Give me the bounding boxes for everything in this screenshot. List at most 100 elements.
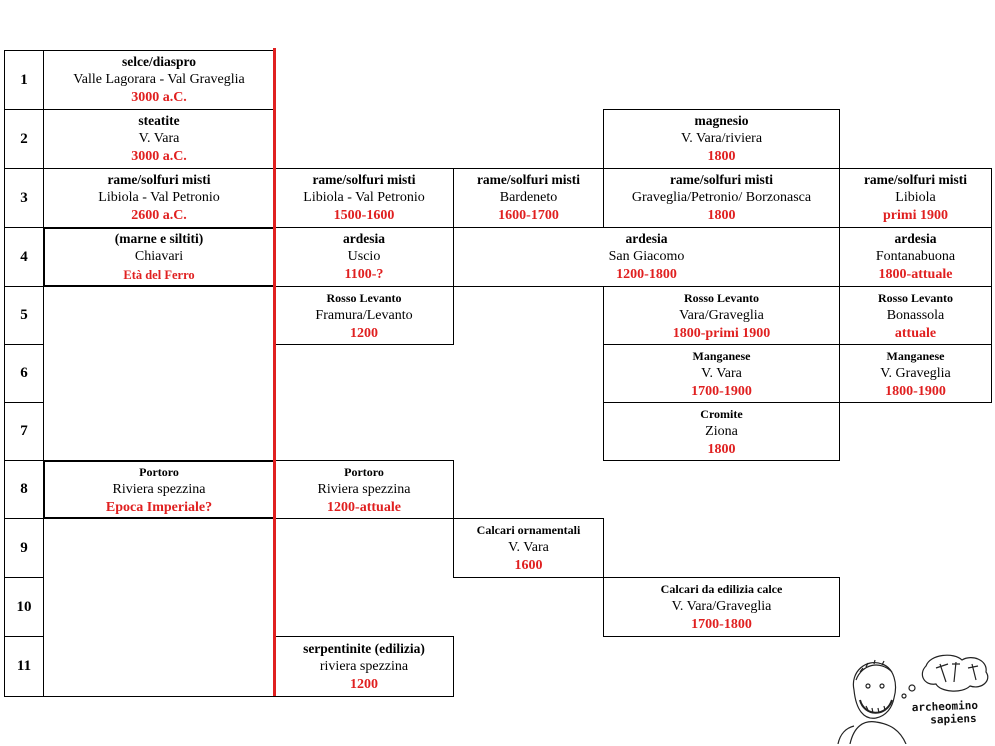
- cell-place: Libiola: [895, 190, 936, 205]
- cell-title: rame/solfuri misti: [312, 172, 416, 187]
- cell-title: Portoro: [139, 464, 179, 479]
- cell-date: 1800-attuale: [878, 267, 953, 282]
- row-number-11: 11: [4, 636, 44, 697]
- cell-place: V. Vara/Graveglia: [671, 599, 772, 614]
- row-number-1: 1: [4, 50, 44, 110]
- cell-place: San Giacomo: [608, 249, 685, 264]
- timeline-red-line: [273, 48, 276, 696]
- cell-title: Manganese: [886, 348, 945, 363]
- cell-place: Uscio: [347, 249, 381, 264]
- cell-date: 1200-1800: [616, 267, 677, 282]
- cell-place: Libiola - Val Petronio: [98, 190, 220, 205]
- empty-block-a-9-11: [43, 518, 275, 697]
- cell-rosso-levanto-vara: Rosso Levanto Vara/Graveglia 1800-primi …: [603, 286, 840, 345]
- cell-title: ardesia: [343, 231, 385, 246]
- cell-magnesio: magnesio V. Vara/riviera 1800: [603, 109, 840, 169]
- cell-marne-siltiti: (marne e siltiti) Chiavari Età del Ferro: [43, 227, 275, 287]
- cell-title: ardesia: [894, 231, 937, 246]
- cell-title: Rosso Levanto: [326, 290, 402, 305]
- cell-title: steatite: [138, 113, 180, 128]
- cell-date: 1200-attuale: [327, 499, 401, 515]
- cell-title: Calcari ornamentali: [476, 523, 581, 537]
- row-number-8: 8: [4, 460, 44, 519]
- cell-date: 1800-primi 1900: [672, 325, 771, 341]
- cell-date: 1200: [350, 676, 378, 692]
- cell-title: serpentinite (edilizia): [303, 640, 425, 656]
- row-number-7: 7: [4, 402, 44, 461]
- cell-place: Vara/Graveglia: [679, 307, 764, 323]
- cell-date: 1600: [514, 558, 543, 573]
- cell-title: Rosso Levanto: [683, 290, 759, 305]
- cell-ardesia-uscio: ardesia Uscio 1100-?: [274, 227, 454, 287]
- cell-title: magnesio: [694, 113, 749, 128]
- cell-title: rame/solfuri misti: [863, 172, 968, 187]
- cell-title: rame/solfuri misti: [107, 172, 211, 187]
- cell-cromite: Cromite Ziona 1800: [603, 402, 840, 461]
- cell-calcari-edilizia: Calcari da edilizia calce V. Vara/Graveg…: [603, 577, 840, 637]
- cell-rame-libiola-petronio-a: rame/solfuri misti Libiola - Val Petroni…: [43, 168, 275, 228]
- cell-place: Riviera spezzina: [317, 481, 411, 497]
- cell-rame-libiola-e: rame/solfuri misti Libiola primi 1900: [839, 168, 992, 228]
- cell-place: Riviera spezzina: [112, 481, 206, 497]
- cell-title: selce/diaspro: [122, 54, 196, 69]
- cell-place: Bardeneto: [499, 190, 558, 205]
- cell-place: Ziona: [705, 423, 738, 439]
- cell-place: Graveglia/Petronio/ Borzonasca: [631, 190, 812, 205]
- cell-place: Bonassola: [886, 307, 945, 323]
- cell-date: 2600 a.C.: [131, 208, 187, 223]
- cell-manganese-graveglia: Manganese V. Graveglia 1800-1900: [839, 344, 992, 403]
- row-number-10: 10: [4, 577, 44, 637]
- cell-portoro-imperiale: Portoro Riviera spezzina Epoca Imperiale…: [43, 460, 275, 519]
- cell-title: rame/solfuri misti: [669, 172, 774, 187]
- cell-place: Fontanabuona: [875, 249, 956, 264]
- cell-date: 1600-1700: [498, 208, 559, 223]
- cell-date: Età del Ferro: [123, 268, 195, 282]
- archeomino-logo-icon: [837, 654, 989, 744]
- cell-title: Calcari da edilizia calce: [660, 582, 783, 596]
- cell-date: 1800: [707, 441, 736, 457]
- row-number-5: 5: [4, 286, 44, 345]
- cell-date: 1800: [707, 149, 736, 164]
- cell-place: Libiola - Val Petronio: [303, 190, 425, 205]
- cell-date: 1200: [350, 325, 378, 341]
- cell-place: V. Vara/riviera: [680, 131, 763, 146]
- cell-portoro-attuale: Portoro Riviera spezzina 1200-attuale: [274, 460, 454, 519]
- cell-date: primi 1900: [883, 208, 948, 223]
- cell-rame-graveglia: rame/solfuri misti Graveglia/Petronio/ B…: [603, 168, 840, 228]
- cell-date: attuale: [894, 325, 937, 341]
- cell-rosso-levanto-framura: Rosso Levanto Framura/Levanto 1200: [274, 286, 454, 345]
- cell-steatite: steatite V. Vara 3000 a.C.: [43, 109, 275, 169]
- cell-place: V. Graveglia: [880, 365, 951, 381]
- row-number-9: 9: [4, 518, 44, 578]
- cell-place: Valle Lagorara - Val Graveglia: [73, 72, 245, 87]
- row-number-4: 4: [4, 227, 44, 287]
- cell-ardesia-san-giacomo: ardesia San Giacomo 1200-1800: [453, 227, 840, 287]
- cell-date: Epoca Imperiale?: [105, 499, 213, 515]
- cell-place: Framura/Levanto: [315, 307, 413, 323]
- cell-date: 1100-?: [344, 267, 384, 282]
- cell-place: riviera spezzina: [319, 658, 409, 674]
- cell-ardesia-fontanabuona: ardesia Fontanabuona 1800-attuale: [839, 227, 992, 287]
- cell-place: Chiavari: [134, 249, 184, 264]
- cell-title: Manganese: [692, 348, 751, 363]
- cell-date: 1700-1800: [691, 617, 752, 632]
- cell-manganese-vara: Manganese V. Vara 1700-1900: [603, 344, 840, 403]
- cell-place: V. Vara: [701, 365, 742, 381]
- cell-title: Rosso Levanto: [877, 290, 953, 305]
- cell-title: (marne e siltiti): [114, 231, 204, 246]
- cell-title: Portoro: [344, 464, 384, 479]
- cell-date: 3000 a.C.: [131, 90, 187, 105]
- cell-title: Cromite: [700, 406, 743, 421]
- row-number-3: 3: [4, 168, 44, 228]
- cell-date: 1500-1600: [333, 208, 395, 223]
- cell-date: 1700-1900: [691, 383, 752, 399]
- cell-rame-libiola-petronio-b: rame/solfuri misti Libiola - Val Petroni…: [274, 168, 454, 228]
- cell-selce-diaspro: selce/diaspro Valle Lagorara - Val Grave…: [43, 50, 275, 110]
- cell-calcari-ornamentali: Calcari ornamentali V. Vara 1600: [453, 518, 604, 578]
- cell-rame-bardeneto: rame/solfuri misti Bardeneto 1600-1700: [453, 168, 604, 228]
- cell-date: 3000 a.C.: [131, 149, 187, 164]
- logo-text: archeomino sapiens: [912, 699, 979, 727]
- cell-rosso-levanto-bonassola: Rosso Levanto Bonassola attuale: [839, 286, 992, 345]
- row-number-2: 2: [4, 109, 44, 169]
- logo-line-2: sapiens: [930, 711, 977, 727]
